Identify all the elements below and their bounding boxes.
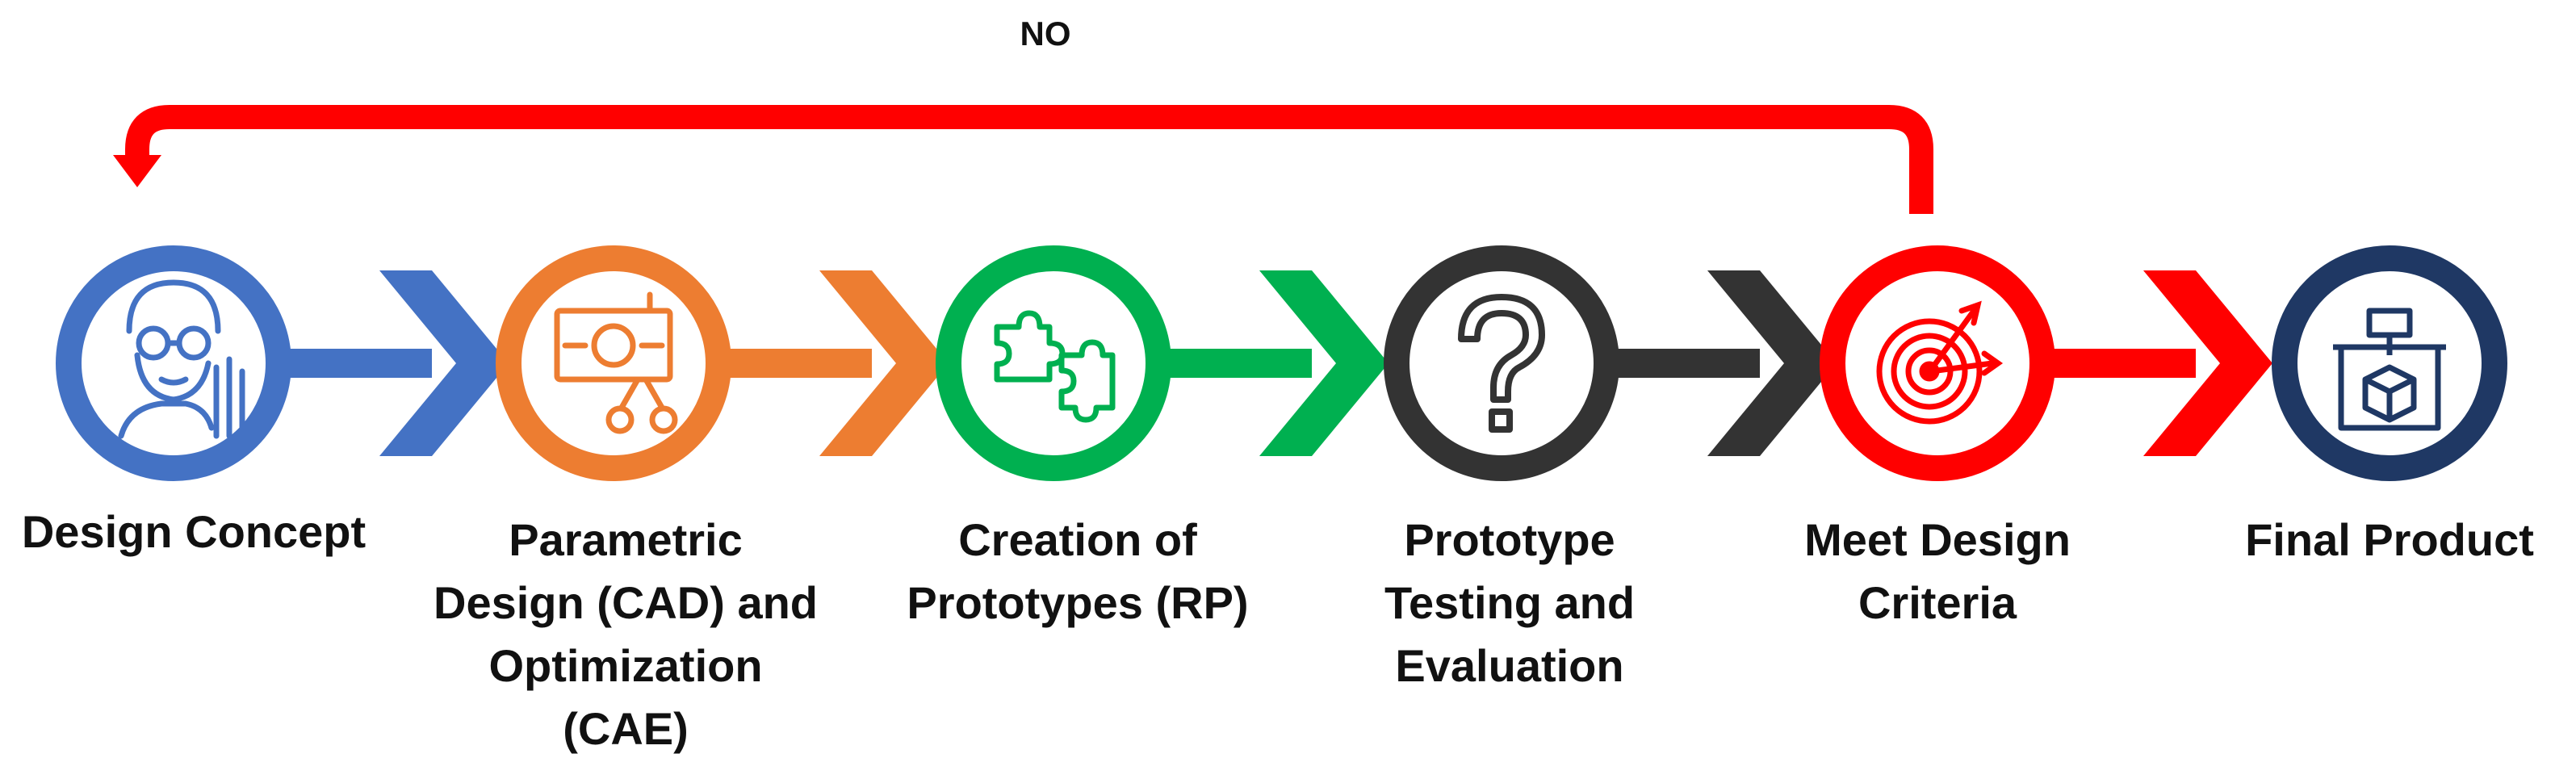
connector-arrow-5 — [2050, 270, 2272, 456]
3d-printer-icon — [2333, 308, 2446, 431]
feedback-loop-arrowhead — [113, 155, 161, 187]
connector-arrow-1 — [287, 270, 509, 456]
puzzle-icon — [994, 310, 1116, 423]
connector-arrow-2 — [727, 270, 949, 456]
connector-arrow-4 — [1615, 270, 1837, 456]
step-label-parametric-design: Parametric Design (CAD) and Optimization… — [434, 514, 818, 754]
cad-drawing-icon — [554, 291, 678, 434]
connector-arrow-3 — [1167, 270, 1389, 456]
step-circle-6 — [2272, 245, 2507, 481]
target-icon — [1876, 300, 2004, 425]
designer-icon — [118, 279, 245, 439]
step-label-final-product: Final Product — [2245, 514, 2534, 565]
step-label-creation-of-prototypes: Creation of Prototypes (RP) — [907, 514, 1249, 628]
question-mark-icon — [1458, 294, 1545, 433]
step-label-design-concept: Design Concept — [21, 506, 367, 557]
step-label-prototype-testing: Prototype Testing and Evaluation — [1384, 514, 1636, 691]
step-circle-1 — [56, 245, 291, 481]
step-label-meet-design-criteria: Meet Design Criteria — [1804, 514, 2071, 628]
loop-label-no: NO — [1020, 15, 1071, 52]
feedback-loop-arrow — [125, 105, 1933, 214]
